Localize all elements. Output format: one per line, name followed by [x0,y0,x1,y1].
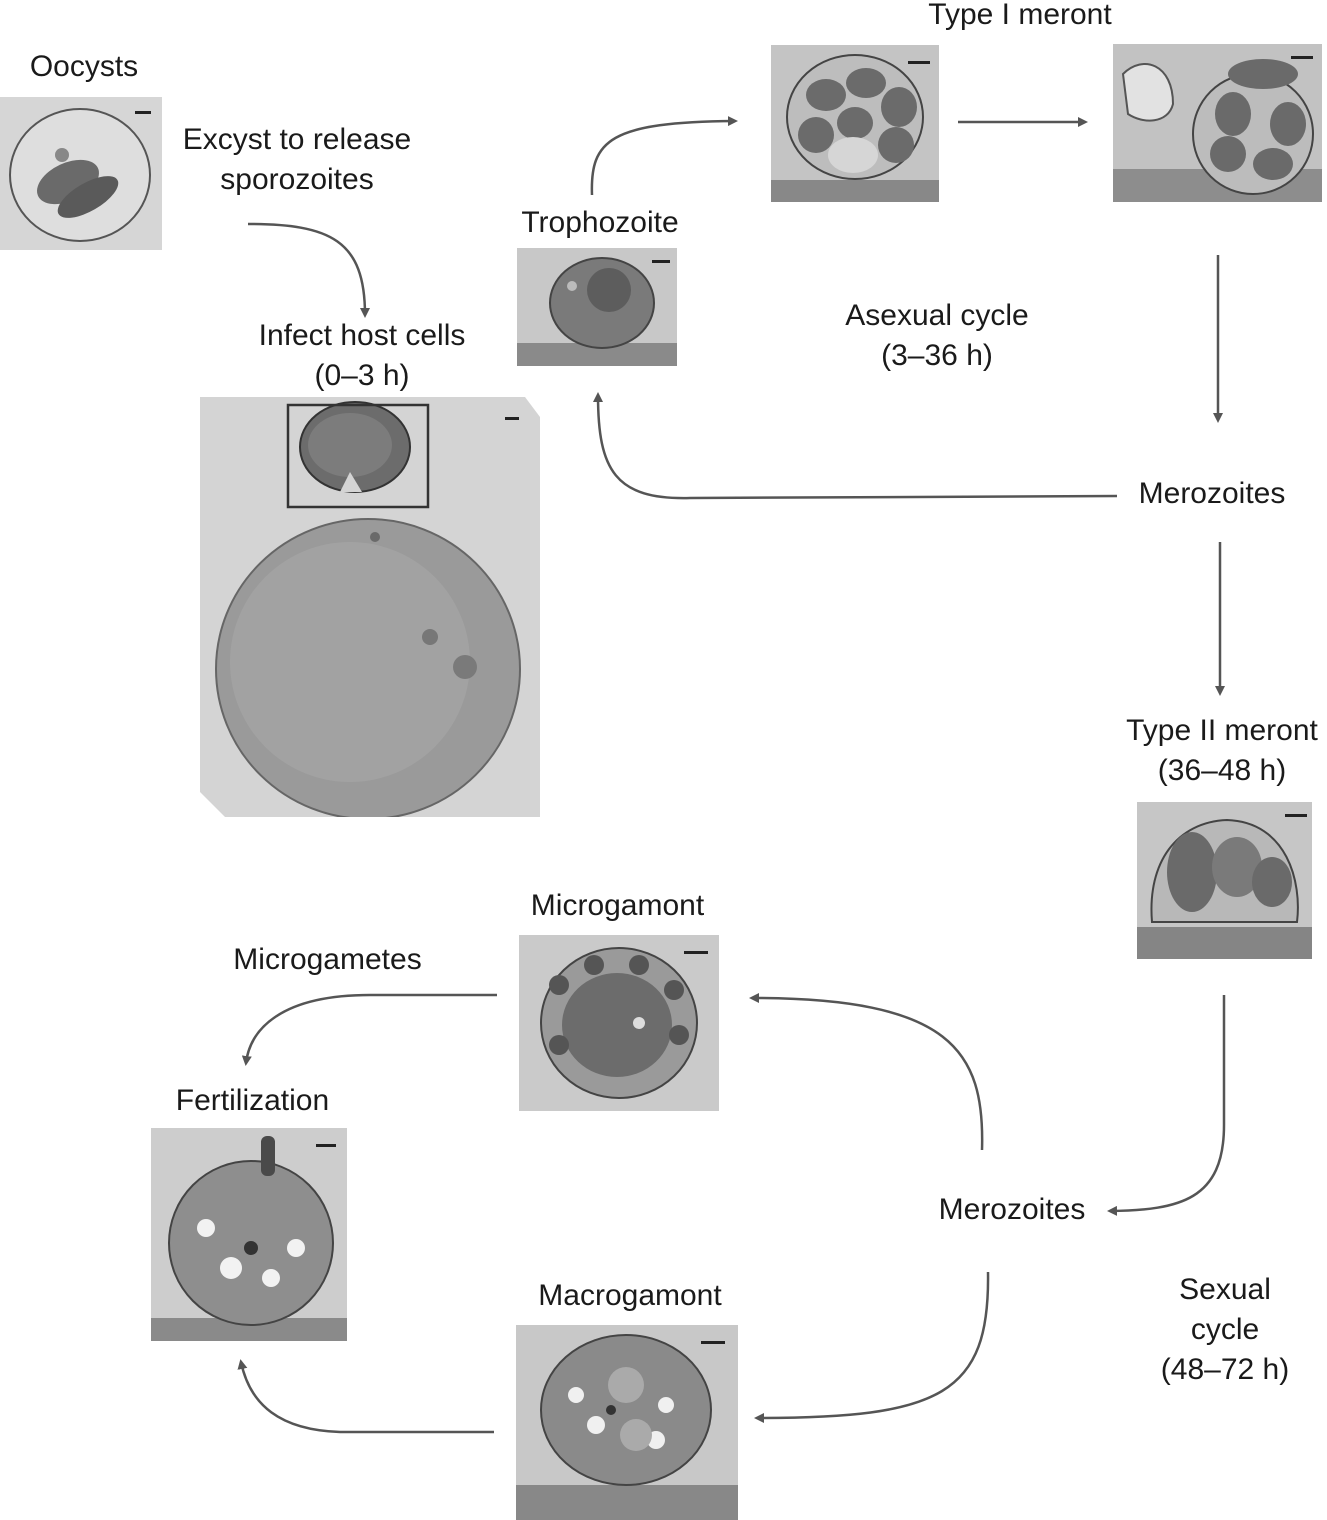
label-type2-meront: Type II meront (36–48 h) [1107,711,1327,791]
label-sexual-line1: Sexual [1179,1273,1271,1306]
label-merozoites-upper: Merozoites [1138,477,1286,510]
macrogamont-micrograph [516,1325,738,1520]
microgamont-micrograph [519,935,719,1111]
label-excyst-line1: Excyst to release [182,123,412,156]
arrow-macrogamont-to-fertilization [237,1359,494,1434]
oocyst-micrograph [0,97,162,250]
trophozoite-micrograph [517,248,677,366]
arrow-trophozoite-to-meront1 [590,116,738,196]
label-microgametes: Microgametes [233,943,422,976]
arrow-excyst-to-infect [247,222,370,318]
label-infect-line2: (0–3 h) [314,359,410,392]
label-type1-meront: Type I meront [928,0,1112,31]
label-microgamont: Microgamont [530,889,705,922]
label-excyst: Excyst to release sporozoites [167,120,427,200]
label-sexual-line3: (48–72 h) [1160,1353,1290,1386]
label-asexual-cycle: Asexual cycle (3–36 h) [817,296,1057,376]
label-asexual-line1: Asexual cycle [845,299,1029,332]
label-asexual-line2: (3–36 h) [881,339,993,372]
arrow-merozoites-to-microgamont [749,993,984,1151]
type1-meront-rupturing-micrograph [1113,44,1322,202]
type2-meront-micrograph [1137,802,1312,959]
label-infect-line1: Infect host cells [258,319,466,352]
fertilization-micrograph [151,1128,347,1341]
label-oocysts: Oocysts [29,50,139,83]
arrow-merozoites-to-trophozoite [593,392,1118,500]
arrow-merozoites-to-macrogamont [754,1271,990,1423]
type1-meront-micrograph [771,45,939,202]
arrow-microgametes-to-fertilization [241,993,497,1066]
label-merozoites-lower: Merozoites [938,1193,1086,1226]
label-macrogamont: Macrogamont [538,1279,722,1312]
label-trophozoite: Trophozoite [521,206,679,239]
label-excyst-line2: sporozoites [220,163,374,196]
label-type2-line1: Type II meront [1126,714,1318,747]
host-cell-micrograph [200,397,540,817]
label-sexual-cycle: Sexual cycle (48–72 h) [1135,1270,1315,1390]
label-sexual-line2: cycle [1190,1313,1260,1346]
arrow-meront2-to-merozoites [1107,995,1226,1216]
label-fertilization: Fertilization [175,1084,330,1117]
label-type2-line2: (36–48 h) [1157,754,1287,787]
label-infect-host-cells: Infect host cells (0–3 h) [237,316,487,396]
